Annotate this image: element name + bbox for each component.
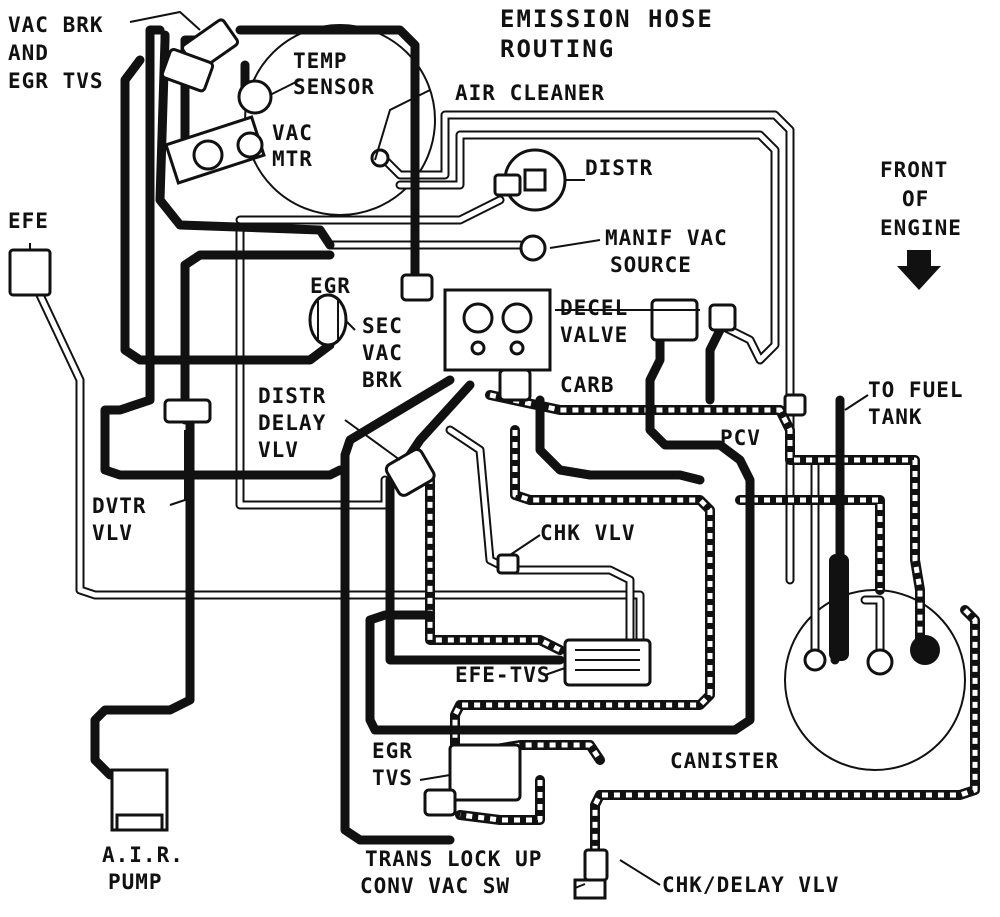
sec-vac-brk-label-line-2: VAC [362,341,403,365]
chk-delay-valve [583,848,609,882]
egr-tvs-body [448,743,522,802]
distr-delay-label-line-3: VLV [258,438,299,462]
air-pump-label-line-1: A.I.R. [102,843,184,867]
egr-tvs-fitting [160,48,215,93]
efe-label: EFE [8,209,49,233]
egr-tvs-label-line-2: TVS [372,766,413,790]
temp-sensor-node [237,79,273,115]
canister-port-3 [910,635,940,665]
vac-motor-port [192,139,224,171]
carb-fitting [498,368,532,402]
distr-delay-label-line-2: DELAY [258,411,327,435]
front-label-line-3: ENGINE [880,216,962,240]
decel-valve-body [650,298,699,342]
manif-vac-label-line-2: SOURCE [610,253,692,277]
carburetor-body [443,288,552,372]
manif-vac-label-line-1: MANIF VAC [605,226,728,250]
components [8,18,940,900]
leader-lines [29,10,869,889]
efe-tvs-body [563,638,652,687]
fuel-tank-line [829,554,849,661]
distributor-center [523,168,547,192]
sec-vac-brk-label-line-1: SEC [362,314,403,338]
title-line-1: EMISSION HOSE [500,5,714,33]
efe-tvs-label: EFE-TVS [455,663,551,687]
check-valve [496,553,520,575]
egr-valve [308,293,348,347]
vac-brk-label-line-3: EGR TVS [8,69,104,93]
distributor-vac-unit [493,173,522,197]
air-pump-base [115,813,164,832]
trans-lock-up-label-line-1: TRANS LOCK UP [365,847,543,871]
egr-label: EGR [310,274,351,298]
vac-mtr-label-line-1: VAC [272,121,313,145]
decel-valve-label-line-1: DECEL [560,296,629,320]
carb-bore-2 [501,302,533,334]
air-cleaner-port [370,148,390,168]
thick-hoses [90,25,845,845]
trans-lockup-switch [573,878,607,900]
egr-tvs-label-line-1: EGR [372,739,413,763]
decel-valve-port [708,303,737,332]
trans-lock-up-label-line-2: CONV VAC SW [360,874,511,898]
distr-delay-valve [384,447,436,497]
canister-port-2 [866,648,894,676]
title-line-2: ROUTING [500,35,616,63]
sec-vac-brk-label-line-3: BRK [362,368,403,392]
carb-port-1 [470,340,486,356]
chk-delay-vlv-label: CHK/DELAY VLV [662,873,840,897]
canister-label: CANISTER [670,749,780,773]
carb-bore-1 [462,302,494,334]
canister-port-1 [803,648,827,672]
distr-label: DISTR [585,156,654,180]
pcv-valve [783,393,807,417]
to-fuel-tank-label-line-2: TANK [868,405,923,429]
vac-brk-label-line-2: AND [8,41,49,65]
dvtr-vlv-label-line-1: DVTR [92,494,147,518]
pcv-label: PCV [720,426,761,450]
to-fuel-tank-label-line-1: TO FUEL [868,378,964,402]
decel-valve-label-line-2: VALVE [560,323,629,347]
air-cleaner-label: AIR CLEANER [455,81,606,105]
dvtr-valve [163,398,212,424]
manif-vac-source-node [519,234,547,262]
carb-port-2 [509,340,525,356]
down-arrow-icon [897,250,941,290]
egr-tvs-port [423,788,457,817]
temp-sensor-label-line-1: TEMP [293,49,348,73]
vac-brk-label-line-1: VAC BRK [8,13,104,37]
front-label-line-2: OF [902,187,930,211]
air-pump-label-line-2: PUMP [108,870,163,894]
carb-label: CARB [560,373,615,397]
vac-mtr-label-line-2: MTR [272,147,313,171]
vac-motor-node [236,131,264,159]
dvtr-vlv-label-line-2: VLV [92,521,133,545]
distr-delay-label-line-1: DISTR [258,384,327,408]
temp-sensor-label-line-2: SENSOR [293,75,375,99]
front-label-line-1: FRONT [880,158,949,182]
chk-vlv-label: CHK VLV [540,521,636,545]
efe-actuator [8,248,52,297]
sec-vac-brk-fitting [400,273,434,302]
